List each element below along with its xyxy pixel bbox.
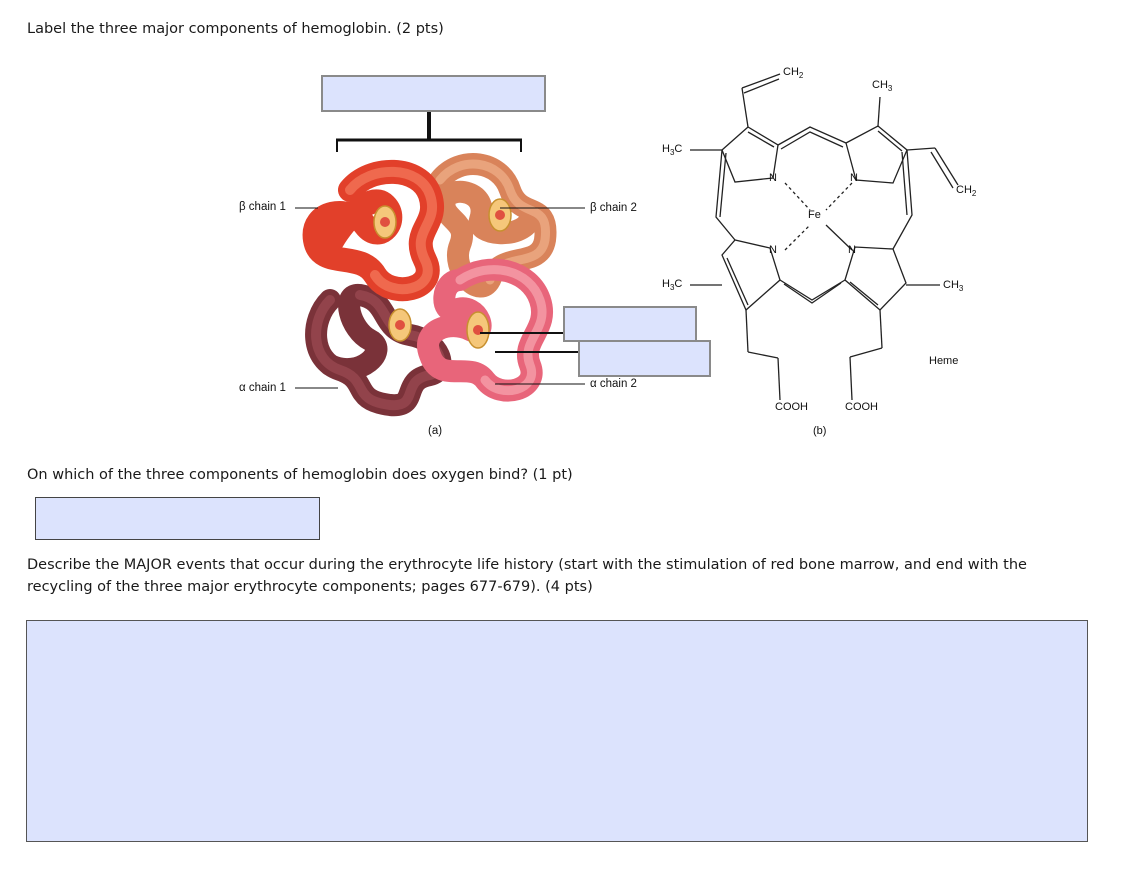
label-ch2-top: CH2 (783, 66, 804, 81)
question-3-line-2: recycling of the three major erythrocyte… (27, 579, 593, 595)
label-n-3: N (769, 244, 777, 256)
caption-b: (b) (813, 425, 827, 437)
label-alpha-chain-1: α chain 1 (239, 382, 286, 394)
label-cooh-1: COOH (775, 401, 808, 413)
answer-box-component-3[interactable] (578, 340, 711, 377)
alpha-chain-2-shape (417, 258, 553, 402)
question-3-line-1: Describe the MAJOR events that occur dur… (27, 557, 1027, 573)
answer-box-oxygen-binding[interactable] (35, 497, 320, 540)
label-cooh-2: COOH (845, 401, 878, 413)
label-n-1: N (769, 172, 777, 184)
answer-box-hemoglobin-label[interactable] (321, 75, 546, 112)
label-h3c-lower: H3C (662, 278, 683, 293)
answer-box-component-2[interactable] (563, 306, 697, 342)
label-fe: Fe (808, 209, 821, 221)
heme-groups (373, 198, 512, 349)
answer-box-erythrocyte-life-history[interactable] (26, 620, 1088, 842)
label-ch2-right: CH2 (956, 184, 977, 199)
label-h3c-upper: H3C (662, 143, 683, 158)
hemoglobin-illustration (302, 153, 557, 417)
label-ch3-top: CH3 (872, 79, 893, 94)
beta-chain-2-shape (429, 153, 557, 298)
question-2: On which of the three components of hemo… (27, 467, 573, 483)
label-ch3-right: CH3 (943, 279, 964, 294)
label-n-2: N (850, 172, 858, 184)
label-heme: Heme (929, 355, 959, 367)
label-beta-chain-2: β chain 2 (590, 202, 637, 214)
label-beta-chain-1: β chain 1 (239, 201, 286, 213)
question-1: Label the three major components of hemo… (27, 21, 444, 37)
caption-a: (a) (428, 425, 443, 437)
label-alpha-chain-2: α chain 2 (590, 378, 637, 390)
label-n-4: N (848, 244, 856, 256)
